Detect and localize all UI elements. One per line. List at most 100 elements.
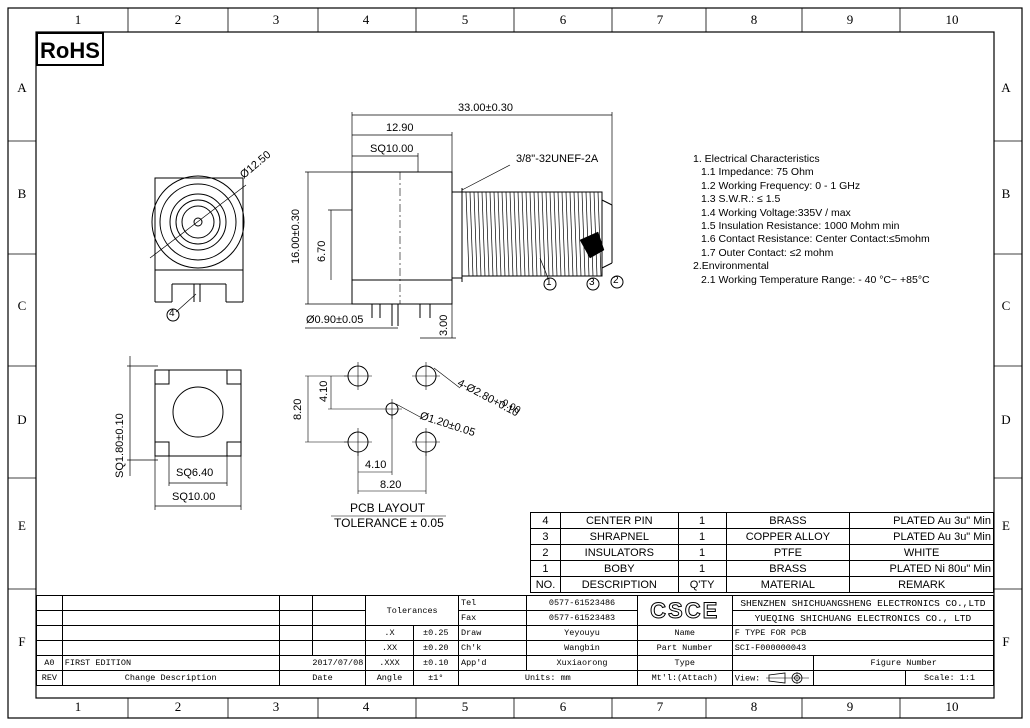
bom-header-no: NO. (530, 576, 561, 593)
dim-pcb-4-10-horizontal: 4.10 (365, 459, 387, 471)
thread-line (493, 191, 498, 277)
note-swr: 1.3 S.W.R.: ≤ 1.5 (701, 193, 781, 206)
thread-line (465, 191, 470, 277)
bom-header-desc: DESCRIPTION (559, 576, 679, 593)
change-description-header: Change Description (61, 670, 280, 686)
title-block: Tolerances Tel 0577-61523486 CSCE SHENZH… (36, 595, 995, 686)
col-2-top: 2 (174, 12, 182, 27)
thread-line (537, 191, 542, 277)
dim-thread: 3/8"-32UNEF-2A (516, 153, 599, 165)
bom-no: 4 (530, 512, 561, 529)
bom-remark: PLATED Au 3u" Min (849, 528, 994, 545)
col-4-top: 4 (362, 12, 370, 27)
dim-12-90: 12.90 (386, 122, 414, 134)
thread-line (513, 191, 518, 277)
thread-line (561, 191, 566, 277)
row-c-right: C (1001, 298, 1011, 313)
balloon-3: 3 (589, 277, 595, 288)
thread-line (517, 191, 522, 277)
edition-date: 2017/07/08 (278, 655, 367, 671)
tol-xxx-label: .XXX (365, 655, 414, 671)
thread-line (481, 191, 486, 277)
electrical-notes: 1. Electrical Characteristics 1.1 Impeda… (693, 153, 930, 287)
row-a-left: A (17, 80, 27, 95)
dim-height-3: 3.00 (438, 314, 450, 336)
thread-line (557, 191, 562, 277)
thread-line (469, 191, 474, 277)
thread-line (549, 191, 554, 277)
thread-line (525, 191, 530, 277)
table-row: 3 SHRAPNEL 1 COPPER ALLOY PLATED Au 3u" … (530, 528, 994, 545)
thread-line (577, 191, 582, 277)
dim-pin-dia: Ø0.90±0.05 (306, 314, 364, 326)
approved-value: Xuxiaorong (526, 655, 638, 671)
thread-line (505, 191, 510, 277)
dim-height-16: 16.00±0.30 (290, 209, 302, 264)
rev-header: REV (36, 670, 63, 686)
approved-label: App'd (457, 655, 528, 671)
row-b-right: B (1001, 186, 1011, 201)
row-e-right: E (1002, 518, 1010, 533)
col-7-top: 7 (656, 12, 664, 27)
thread-line (473, 191, 478, 277)
dim-overall-length: 33.00±0.30 (458, 102, 513, 114)
col-8-top: 8 (750, 12, 758, 27)
thread-line (553, 191, 558, 277)
units: Units: mm (457, 670, 638, 686)
col-3-top: 3 (272, 12, 280, 27)
bom-header-row: NO. DESCRIPTION Q'TY MATERIAL REMARK (530, 576, 994, 593)
thread-line (541, 191, 546, 277)
bom-no: 1 (530, 560, 561, 577)
company-name-1: SHENZHEN SHICHUANGSHENG ELECTRONICS CO.,… (731, 595, 995, 611)
col-9-top: 9 (846, 12, 854, 27)
table-row: 2 INSULATORS 1 PTFE WHITE (530, 544, 994, 561)
col-10-bottom: 10 (945, 699, 959, 714)
balloon-4: 4 (169, 308, 175, 319)
bom-header-remark: REMARK (849, 576, 994, 593)
note-outer-contact: 1.7 Outer Contact: ≤2 mohm (701, 246, 834, 259)
pcb-tolerance: TOLERANCE ± 0.05 (334, 516, 444, 530)
thread-line (581, 191, 586, 277)
dim-pcb-8-20-vertical: 8.20 (292, 398, 304, 420)
note-heading-electrical: 1. Electrical Characteristics (693, 153, 820, 165)
dim-sq6-40: SQ6.40 (176, 467, 214, 479)
angle-value: ±1° (412, 670, 459, 686)
row-c-left: C (17, 298, 27, 313)
rev-a0: A0 (36, 655, 63, 671)
view-label: View: (734, 673, 761, 684)
angle-label: Angle (365, 670, 414, 686)
type-label: Type (636, 655, 733, 671)
thread-line (529, 191, 534, 277)
bom-header-qty: Q'TY (677, 576, 727, 593)
view-cell: View: (731, 670, 815, 686)
row-f-right: F (1002, 634, 1010, 649)
bom-qty: 1 (677, 544, 727, 561)
bom-desc: INSULATORS (559, 544, 679, 561)
first-edition: FIRST EDITION (61, 655, 280, 671)
thread-line (545, 191, 550, 277)
thread-line (569, 191, 574, 277)
col-5-top: 5 (461, 12, 469, 27)
balloon-2: 2 (613, 275, 619, 286)
note-voltage: 1.4 Working Voltage:335V / max (701, 206, 851, 219)
tol-x-label: .X (365, 625, 414, 641)
thread-line (501, 191, 506, 277)
thread-line (573, 191, 578, 277)
col-6-top: 6 (559, 12, 567, 27)
thread-line (597, 191, 602, 277)
row-f-left: F (18, 634, 26, 649)
col-6-bottom: 6 (559, 699, 567, 714)
bom-material: BRASS (725, 512, 851, 529)
bom-qty: 1 (677, 528, 727, 545)
note-heading-environmental: 2.Environmental (693, 260, 769, 273)
row-a-right: A (1001, 80, 1011, 95)
table-row: 4 CENTER PIN 1 BRASS PLATED Au 3u" Min (530, 512, 994, 529)
note-impedance: 1.1 Impedance: 75 Ohm (701, 166, 814, 179)
col-2-bottom: 2 (174, 699, 182, 714)
fax-label: Fax (457, 610, 528, 626)
scale: Scale: 1:1 (905, 670, 994, 686)
tel-label: Tel (457, 595, 528, 611)
bom-material: BRASS (725, 560, 851, 577)
dim-pcb-8-20-horizontal: 8.20 (380, 479, 402, 491)
date-header: Date (278, 670, 367, 686)
